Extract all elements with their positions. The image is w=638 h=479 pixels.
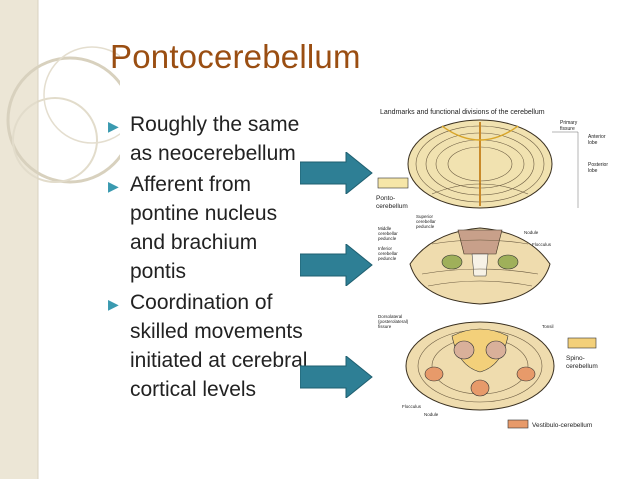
- cerebellum-figure: Landmarks and functional divisions of th…: [372, 104, 614, 434]
- legend-ponto-1: Ponto-: [376, 195, 395, 202]
- label-posterior-lobe-1: Posterior: [588, 162, 608, 168]
- arrow-right-icon: [300, 152, 373, 194]
- legend-vestibulo: Vestibulo-cerebellum: [532, 422, 592, 429]
- label-middle-peduncle-3: peduncle: [378, 236, 397, 241]
- bullet-line: pontine nucleus: [130, 202, 278, 225]
- bullet-marker-icon: ▶: [108, 296, 119, 312]
- slide-title: Pontocerebellum: [110, 38, 361, 75]
- decorative-circles: [6, 0, 120, 479]
- label-middle-peduncle-2: cerebellar: [378, 231, 398, 236]
- label-primary-fissure-2: fissure: [560, 126, 575, 132]
- cerebellum-inferior-view: [405, 321, 555, 411]
- label-nodule-bottom: Nodule: [424, 412, 439, 417]
- cerebellum-anterior-view: [409, 227, 551, 305]
- bullet-line: Roughly the same: [130, 113, 300, 136]
- label-posterior-lobe-2: lobe: [588, 168, 598, 174]
- cerebellum-superior-view: [407, 119, 553, 209]
- left-decor-band: [0, 0, 38, 479]
- bullet-list: ▶ Roughly the same as neocerebellum ▶ Af…: [108, 110, 363, 406]
- label-nodule-top: Nodule: [524, 230, 539, 235]
- label-superior-peduncle-3: peduncle: [416, 224, 435, 229]
- label-dorsolateral-2: (posterolateral): [378, 319, 409, 324]
- bullet-line: Coordination of: [130, 291, 273, 314]
- label-inferior-peduncle-1: Inferior: [378, 246, 393, 251]
- label-middle-peduncle-1: Middle: [378, 226, 392, 231]
- bullet-item: ▶ Roughly the same as neocerebellum: [108, 110, 363, 168]
- label-inferior-peduncle-3: peduncle: [378, 256, 397, 261]
- bullet-marker-icon: ▶: [108, 118, 119, 134]
- legend-ponto-swatch: [377, 177, 409, 189]
- arrow-right-icon: [300, 244, 373, 286]
- label-flocculus-bottom: Flocculus: [402, 404, 422, 409]
- bullet-item: ▶ Coordination of skilled movements init…: [108, 288, 363, 404]
- legend-spino-swatch: [567, 337, 597, 349]
- bullet-line: initiated at cerebral: [130, 349, 308, 372]
- legend-spino-2: cerebellum: [566, 363, 598, 370]
- bullet-item: ▶ Afferent from pontine nucleus and brac…: [108, 170, 363, 286]
- bullet-marker-icon: ▶: [108, 178, 119, 194]
- bullet-line: pontis: [130, 260, 187, 283]
- bullet-line: cortical levels: [130, 378, 257, 401]
- label-superior-peduncle-2: cerebellar: [416, 219, 436, 224]
- label-inferior-peduncle-2: cerebellar: [378, 251, 398, 256]
- label-superior-peduncle-1: Superior: [416, 214, 434, 219]
- bullet-line: and brachium: [130, 231, 258, 254]
- bullet-line: skilled movements: [130, 320, 303, 343]
- figure-title: Landmarks and functional divisions of th…: [380, 109, 545, 116]
- arrow-right-icon: [300, 356, 373, 398]
- label-dorsolateral-3: fissure: [378, 324, 392, 329]
- legend-vestibulo-swatch: [507, 419, 529, 429]
- label-tonsil: Tonsil: [542, 324, 554, 329]
- legend-spino-1: Spino-: [566, 355, 585, 362]
- bullet-line: as neocerebellum: [130, 142, 296, 165]
- label-dorsolateral-1: Dorsolateral: [378, 314, 402, 319]
- label-anterior-lobe-1: Anterior: [588, 134, 606, 140]
- label-flocculus-top: Flocculus: [532, 242, 552, 247]
- label-anterior-lobe-2: lobe: [588, 140, 598, 146]
- label-primary-fissure-1: Primary: [560, 120, 578, 126]
- legend-ponto-2: cerebellum: [376, 203, 408, 210]
- bullet-line: Afferent from: [130, 173, 251, 196]
